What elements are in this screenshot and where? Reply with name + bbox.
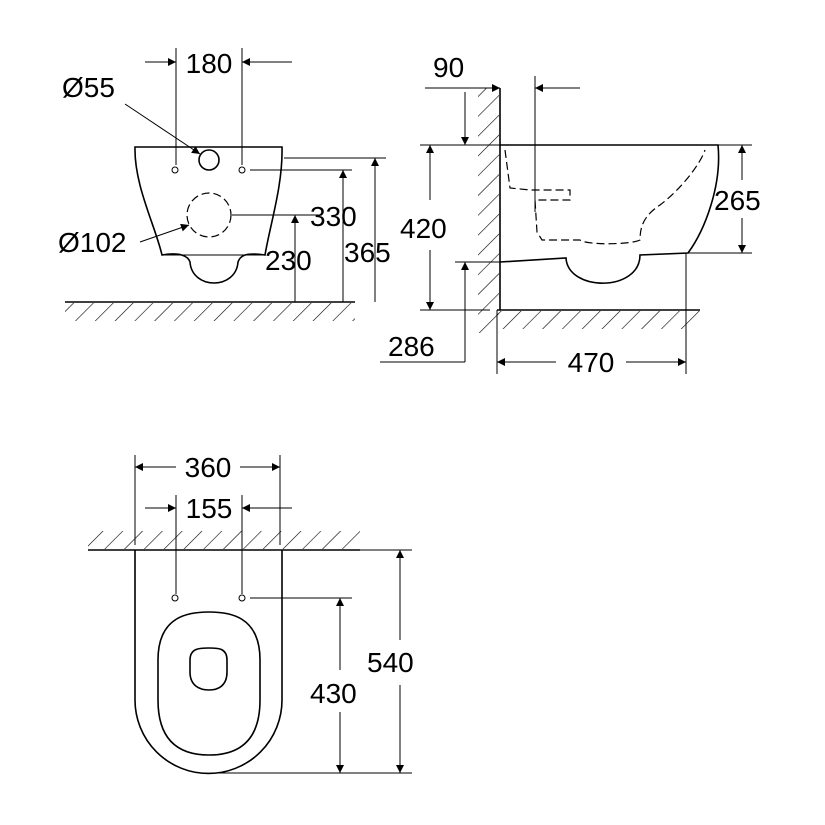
dim-286: 286 [388, 331, 435, 362]
inlet-dashed-circle [186, 192, 232, 238]
dim-90: 90 [433, 52, 464, 83]
fixing-hole-right [238, 166, 246, 174]
wall-hatch [478, 88, 499, 333]
top-fixing-hole-right [238, 594, 246, 602]
bowl-opening [189, 647, 228, 691]
side-view: 90 420 265 286 470 [380, 52, 761, 378]
dim-265: 265 [714, 185, 761, 216]
front-bowl-outline [134, 146, 283, 284]
dim-180: 180 [186, 48, 233, 79]
dim-365: 365 [344, 237, 391, 268]
front-view: 180 Ø55 Ø102 330 230 365 [58, 48, 391, 321]
dim-470: 470 [568, 347, 615, 378]
outlet-circle [198, 149, 220, 171]
top-view: 360 155 540 430 [88, 452, 414, 775]
side-floor-hatch [497, 311, 700, 329]
front-floor-hatch [65, 303, 355, 321]
dim-540: 540 [367, 647, 414, 678]
side-bowl-outline [499, 144, 720, 284]
fixing-hole-left [171, 166, 179, 174]
dim-330: 330 [310, 201, 357, 232]
dimension-line [124, 103, 201, 155]
dim-420: 420 [400, 213, 447, 244]
dim-155: 155 [186, 493, 233, 524]
top-bowl-outline [134, 550, 283, 775]
top-wall-hatch [88, 531, 360, 549]
dim-430: 430 [310, 678, 357, 709]
dimension-line [139, 223, 190, 243]
seat-outline [157, 611, 261, 756]
dim-diameter-102: Ø102 [58, 227, 127, 258]
dim-230: 230 [265, 245, 312, 276]
dim-360: 360 [185, 452, 232, 483]
side-internal-dashed [504, 149, 706, 245]
top-fixing-hole-left [171, 594, 179, 602]
dim-diameter-55: Ø55 [62, 72, 115, 103]
